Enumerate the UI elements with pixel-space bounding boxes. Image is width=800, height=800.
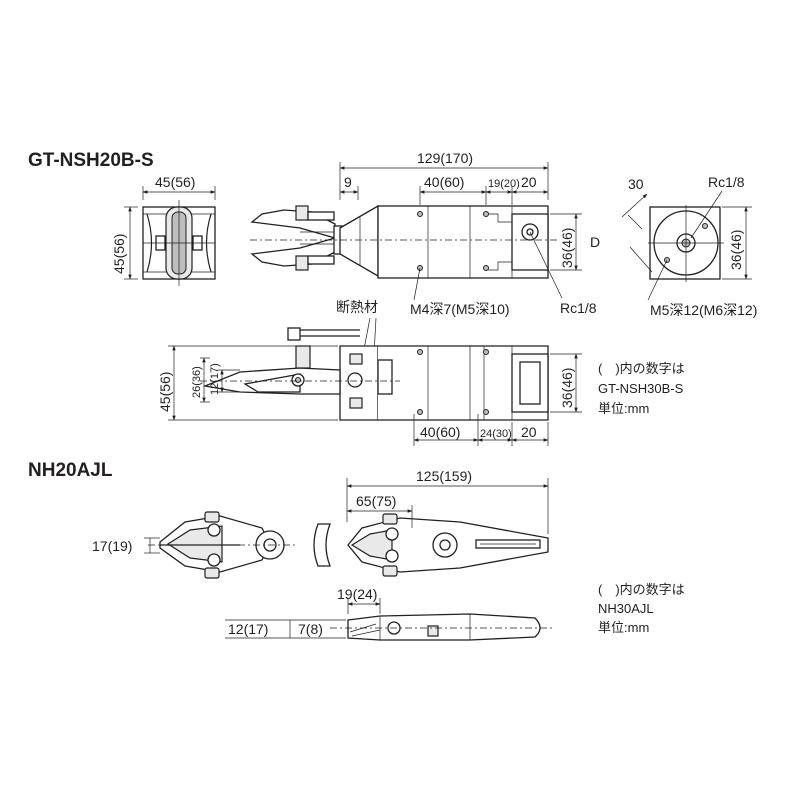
label-bottom-45: 45(56)	[157, 372, 173, 412]
dim-front: 45(56) 26(36) 12(17) 36(46) 40(60) 24(30…	[157, 345, 582, 446]
label-bottom-40: 40(60)	[420, 424, 460, 440]
label-end-30: 30	[628, 176, 644, 192]
label-bottom-36: 36(46)	[559, 368, 575, 408]
note1-line1: ( )内の数字は	[598, 361, 685, 376]
label-19: 19(20)	[488, 178, 520, 190]
top-view	[250, 204, 560, 279]
note2-line2: NH30AJL	[598, 601, 654, 616]
front-view	[200, 327, 549, 421]
label-m4: M4深7(M5深10)	[410, 301, 510, 317]
label-bottom-26: 26(36)	[191, 366, 203, 398]
label-40-top: 40(60)	[424, 174, 464, 190]
note2-line3: 単位:mm	[598, 620, 649, 635]
label-7-nh: 7(8)	[298, 621, 323, 637]
dim-side-height: 45(56)	[111, 206, 138, 280]
dim-side-width: 45(56)	[142, 174, 216, 200]
dim-17: 17(19)	[92, 537, 160, 554]
nipper-left-view	[148, 511, 295, 579]
label-36-top: 36(46)	[559, 228, 575, 268]
label-end-m5: M5深12(M6深12)	[650, 302, 757, 318]
label-end-36: 36(46)	[728, 230, 744, 270]
label-insulation: 断熱材	[336, 299, 378, 315]
label-bottom-12: 12(17)	[209, 363, 221, 395]
dim-overall-length: 129(170)	[339, 150, 549, 200]
note2-line1: ( )内の数字は	[598, 582, 685, 597]
title-gt-nsh20b-s: GT-NSH20B-S	[28, 150, 154, 171]
dim-overall-nh: 125(159) 65(75)	[346, 468, 549, 534]
label-19-nh: 19(24)	[337, 586, 377, 602]
label-bottom-20: 20	[521, 424, 537, 440]
label-12-nh: 12(17)	[228, 621, 268, 637]
label-overall-nh: 125(159)	[416, 468, 472, 484]
label-20-top: 20	[521, 174, 537, 190]
dim-top-segments: 9 40(60) 19(20) 20	[339, 174, 549, 205]
blade-piece	[313, 523, 331, 567]
label-rc-mid: Rc1/8	[560, 300, 597, 316]
note1-line2: GT-NSH30B-S	[598, 381, 684, 396]
title-nh20ajl: NH20AJL	[28, 460, 113, 481]
label-side-width: 45(56)	[155, 174, 195, 190]
label-17: 17(19)	[92, 538, 132, 554]
label-d: D	[590, 234, 600, 250]
nipper-bottom-view	[330, 613, 555, 641]
label-side-height: 45(56)	[111, 234, 127, 274]
dim-end: 30 Rc1/8 36(46) M5深12(M6深12)	[621, 174, 757, 318]
side-view	[142, 200, 216, 286]
dim-top-height: 36(46) D	[550, 213, 600, 271]
label-bottom-24: 24(30)	[480, 428, 512, 440]
label-9: 9	[344, 174, 352, 190]
note1-line3: 単位:mm	[598, 401, 649, 416]
label-end-rc: Rc1/8	[708, 174, 745, 190]
nipper-right-view	[347, 513, 549, 577]
label-65: 65(75)	[356, 493, 396, 509]
dim-bottom-nh: 19(24) 12(17) 7(8)	[225, 586, 381, 639]
callouts-middle: Rc1/8 M4深7(M5深10) 断熱材	[336, 231, 597, 393]
label-overall-length: 129(170)	[417, 150, 473, 166]
end-view	[648, 205, 724, 282]
